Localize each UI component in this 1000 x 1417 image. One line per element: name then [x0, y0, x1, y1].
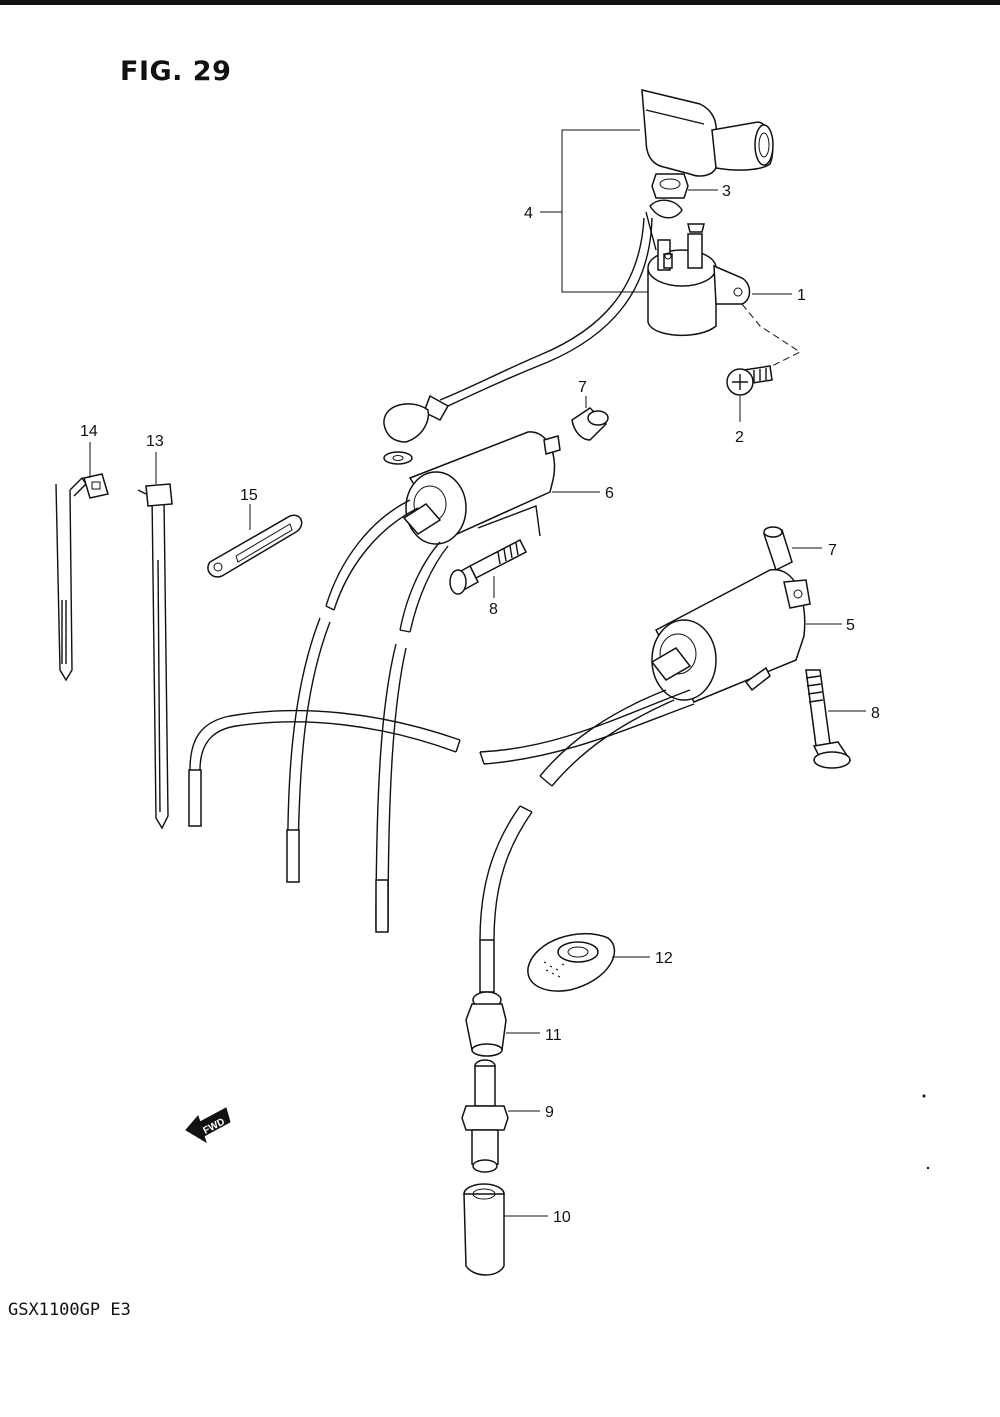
spark-plug-boot [463, 1183, 505, 1276]
collar-upper [571, 407, 609, 441]
wire-strap [207, 514, 303, 578]
coil-bolt-lower [805, 669, 852, 769]
callout-4: 4 [524, 205, 533, 222]
forward-arrow-icon: FWD [185, 1107, 231, 1144]
starter-relay [645, 199, 751, 336]
relay-rubber-cap [641, 89, 774, 177]
callout-15: 15 [240, 487, 258, 504]
relay-lead-wire [383, 217, 653, 465]
plug-connector [461, 1059, 509, 1173]
callout-6: 6 [605, 485, 614, 502]
callout-11: 11 [545, 1027, 562, 1044]
callout-7b: 7 [828, 542, 837, 559]
callout-14: 14 [80, 423, 98, 440]
callout-8a: 8 [489, 601, 498, 618]
screw-dash-line [741, 303, 802, 377]
callout-3: 3 [722, 183, 731, 200]
grommet [527, 932, 616, 992]
relay-screw [726, 365, 773, 396]
plug-cap-seal [465, 991, 507, 1057]
callout-13: 13 [146, 433, 164, 450]
callout-1: 1 [797, 287, 806, 304]
callout-9: 9 [545, 1104, 554, 1121]
collar-lower [763, 526, 793, 572]
ignition-coil-lower [650, 569, 811, 703]
callout-7a: 7 [578, 379, 587, 396]
model-code: GSX1100GP E3 [8, 1300, 131, 1320]
callout-2: 2 [735, 429, 744, 446]
figure-title: FIG. 29 [120, 56, 232, 87]
coil-bolt-upper [449, 538, 528, 595]
cable-tie [137, 483, 173, 830]
scan-speck [926, 1166, 930, 1170]
callout-8b: 8 [871, 705, 880, 722]
group-bracket-4 [561, 129, 650, 293]
cable-clamp [55, 473, 109, 682]
scan-speck [922, 1094, 926, 1098]
callout-12: 12 [655, 950, 673, 967]
nut [651, 173, 689, 199]
callout-5: 5 [846, 617, 855, 634]
top-border [0, 0, 1000, 5]
high-tension-leads [188, 499, 695, 993]
callout-10: 10 [553, 1209, 571, 1226]
ignition-coil-upper [402, 431, 561, 545]
